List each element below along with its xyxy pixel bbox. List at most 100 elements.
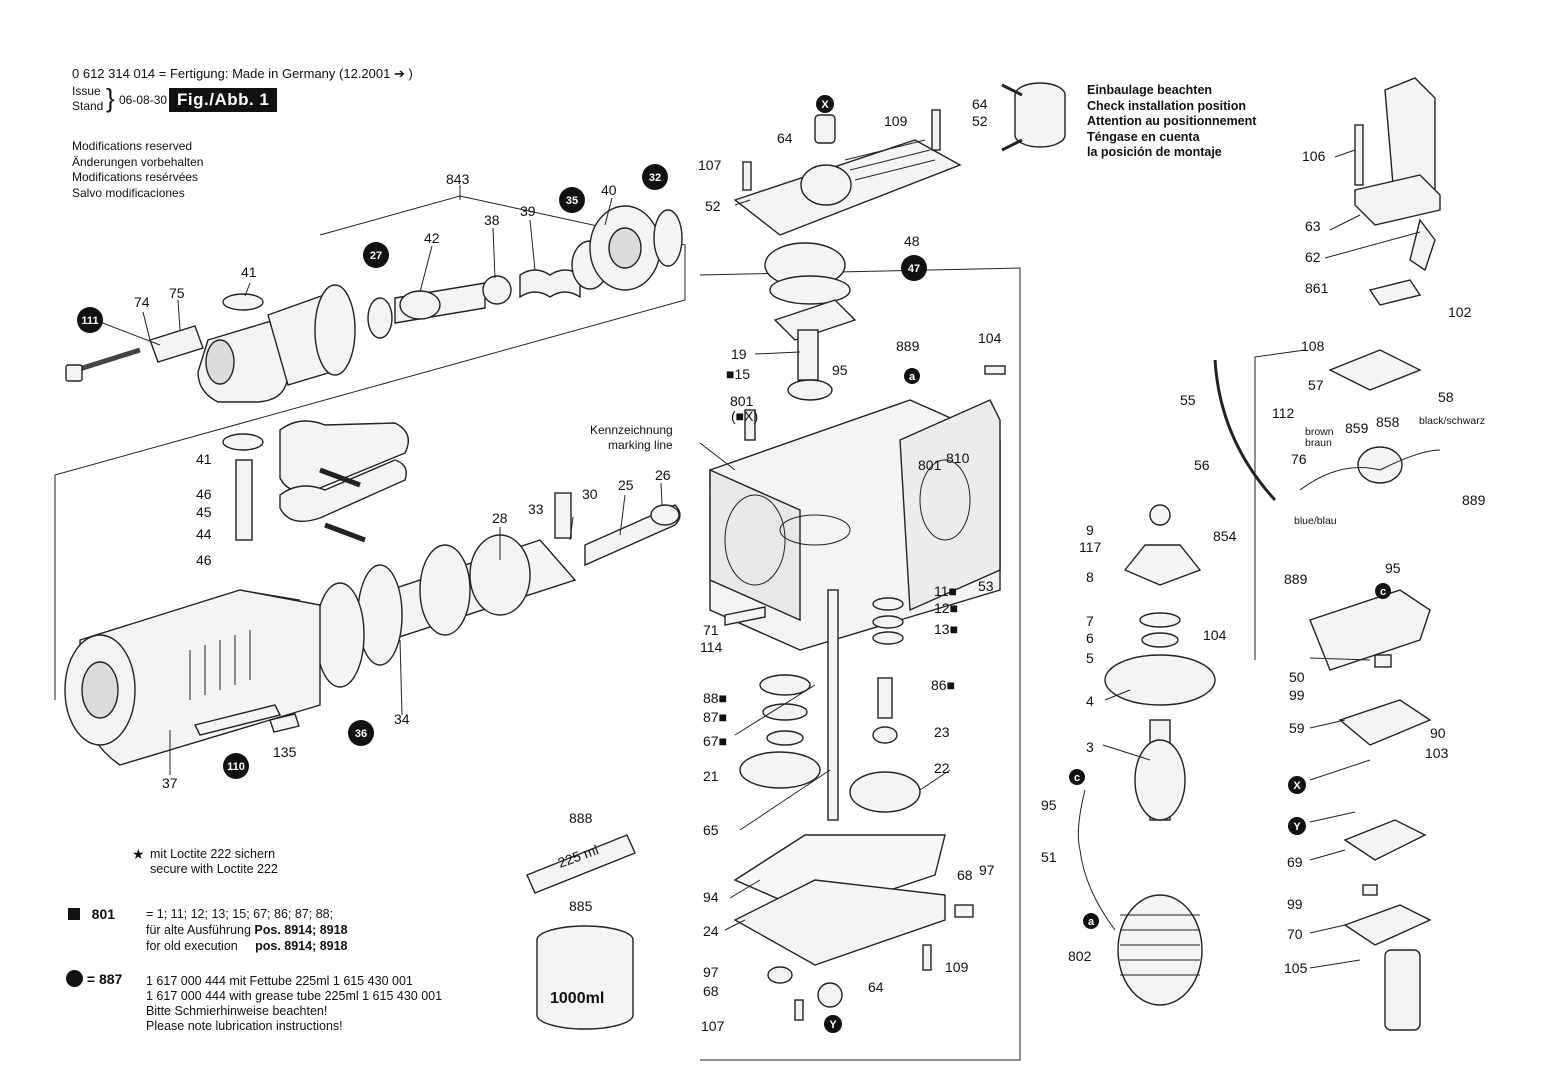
part-label: 97 xyxy=(979,862,995,878)
callout-badge: Y xyxy=(1288,817,1306,835)
part-label: 46 xyxy=(196,552,212,568)
svg-text:Y: Y xyxy=(1293,821,1301,833)
part-label: 76 xyxy=(1291,451,1307,467)
part-label: 858 xyxy=(1376,414,1400,430)
part-label: 86■ xyxy=(931,677,955,693)
part-label: 859 xyxy=(1345,420,1369,436)
legend-887-line: Bitte Schmierhinweise beachten! xyxy=(146,1004,328,1018)
part-label: 114 xyxy=(700,639,723,655)
mod-line: Modifications resérvées xyxy=(72,170,199,184)
svg-text:c: c xyxy=(1074,772,1080,784)
part-label: 57 xyxy=(1308,377,1324,393)
part-label: 19 xyxy=(731,346,747,362)
install-line: Check installation position xyxy=(1087,98,1247,113)
part-label: 75 xyxy=(169,285,185,301)
mod-line: Salvo modificaciones xyxy=(72,185,185,200)
svg-text:110: 110 xyxy=(227,761,245,773)
jar-label: 1000ml xyxy=(550,990,604,1007)
part-label: 21 xyxy=(703,768,719,784)
part-label: 6 xyxy=(1086,630,1094,646)
callout-badge: 36 xyxy=(348,720,374,746)
part-label: 65 xyxy=(703,822,719,838)
part-label: 13■ xyxy=(934,621,958,637)
svg-text:111: 111 xyxy=(81,315,98,327)
filled-circle-icon xyxy=(66,970,83,987)
part-label: 843 xyxy=(446,171,470,187)
wire-brown: brown xyxy=(1305,426,1334,438)
part-label: 11■ xyxy=(934,583,957,599)
connection-marker: c xyxy=(1069,769,1085,785)
hammer-assembly-drawing xyxy=(65,205,683,543)
part-label: 106 xyxy=(1302,148,1326,164)
svg-text:47: 47 xyxy=(908,263,920,275)
part-label: 71 xyxy=(703,622,719,638)
part-label: 23 xyxy=(934,724,950,740)
part-label: 64 xyxy=(972,96,988,112)
marking-en: marking line xyxy=(608,438,673,452)
part-label: 48 xyxy=(904,233,920,249)
part-label: 885 xyxy=(569,898,593,914)
part-label: 68 xyxy=(703,983,719,999)
svg-text:35: 35 xyxy=(566,195,578,207)
part-label: 26 xyxy=(655,467,671,483)
part-label: 889 xyxy=(1462,492,1486,508)
install-position-inset xyxy=(1001,82,1066,152)
mod-line: Modifications reserved xyxy=(72,139,193,153)
leader-lines xyxy=(99,149,1421,969)
part-label: 87■ xyxy=(703,709,727,725)
part-label: 12■ xyxy=(934,600,958,616)
part-label: 5 xyxy=(1086,650,1094,666)
part-label: 107 xyxy=(698,157,722,173)
wire-black-label: black/schwarz xyxy=(1419,415,1485,427)
part-label: 102 xyxy=(1448,304,1472,320)
brace: } xyxy=(106,83,115,113)
part-label: 52 xyxy=(972,113,988,129)
part-label: 861 xyxy=(1305,280,1329,296)
svg-text:X: X xyxy=(1293,780,1301,792)
part-label: 104 xyxy=(1203,627,1227,643)
part-label: 69 xyxy=(1287,854,1303,870)
part-label: 55 xyxy=(1180,392,1196,408)
callout-badge: Y xyxy=(824,1015,842,1033)
part-label: (■X) xyxy=(731,408,758,424)
legend-801-num: 801 xyxy=(91,906,116,922)
part-label: 34 xyxy=(394,711,410,727)
part-label: 97 xyxy=(703,964,719,980)
legend-801-old-en: for old execution pos. 8914; 8918 xyxy=(146,938,348,954)
loctite-de: mit Loctite 222 sichern xyxy=(150,847,276,861)
legend-801-text: = 1; 11; 12; 13; 15; 67; 86; 87; 88; für… xyxy=(146,906,348,954)
part-label: ■15 xyxy=(726,366,750,382)
part-label: 88■ xyxy=(703,690,727,706)
handle-drawing xyxy=(1213,77,1441,1031)
part-labels: 8434174754238394041464544463330252628373… xyxy=(134,96,1486,1034)
mod-line: Änderungen vorbehalten xyxy=(72,154,204,169)
part-label: 24 xyxy=(703,923,719,939)
part-label: 44 xyxy=(196,526,212,542)
part-label: 53 xyxy=(978,578,994,594)
issue-stand: Issue Stand xyxy=(72,84,103,114)
part-label: 68 xyxy=(957,867,973,883)
install-line: Téngase en cuenta xyxy=(1087,129,1200,144)
part-label: 58 xyxy=(1438,389,1454,405)
part-label: 30 xyxy=(582,486,598,502)
connection-marker: a xyxy=(1083,913,1099,929)
stand-label: Stand xyxy=(72,99,104,113)
figure-title: Fig./Abb. 1 xyxy=(169,88,278,112)
part-label: 40 xyxy=(601,182,617,198)
part-label: 42 xyxy=(424,230,440,246)
part-label: 38 xyxy=(484,212,500,228)
legend-801-old-de-pre: für alte Ausführung xyxy=(146,923,255,937)
part-label: 46 xyxy=(196,486,212,502)
connection-marker: c xyxy=(1375,583,1391,599)
part-label: 135 xyxy=(273,744,297,760)
part-label: 41 xyxy=(241,264,257,280)
part-label: 56 xyxy=(1194,457,1210,473)
part-label: 25 xyxy=(618,477,634,493)
part-label: 95 xyxy=(1041,797,1057,813)
grease-items-drawing: 225 ml 1000ml xyxy=(526,834,636,1030)
legend-801-old-en-pos: pos. 8914; 8918 xyxy=(255,939,348,953)
svg-text:32: 32 xyxy=(649,172,661,184)
